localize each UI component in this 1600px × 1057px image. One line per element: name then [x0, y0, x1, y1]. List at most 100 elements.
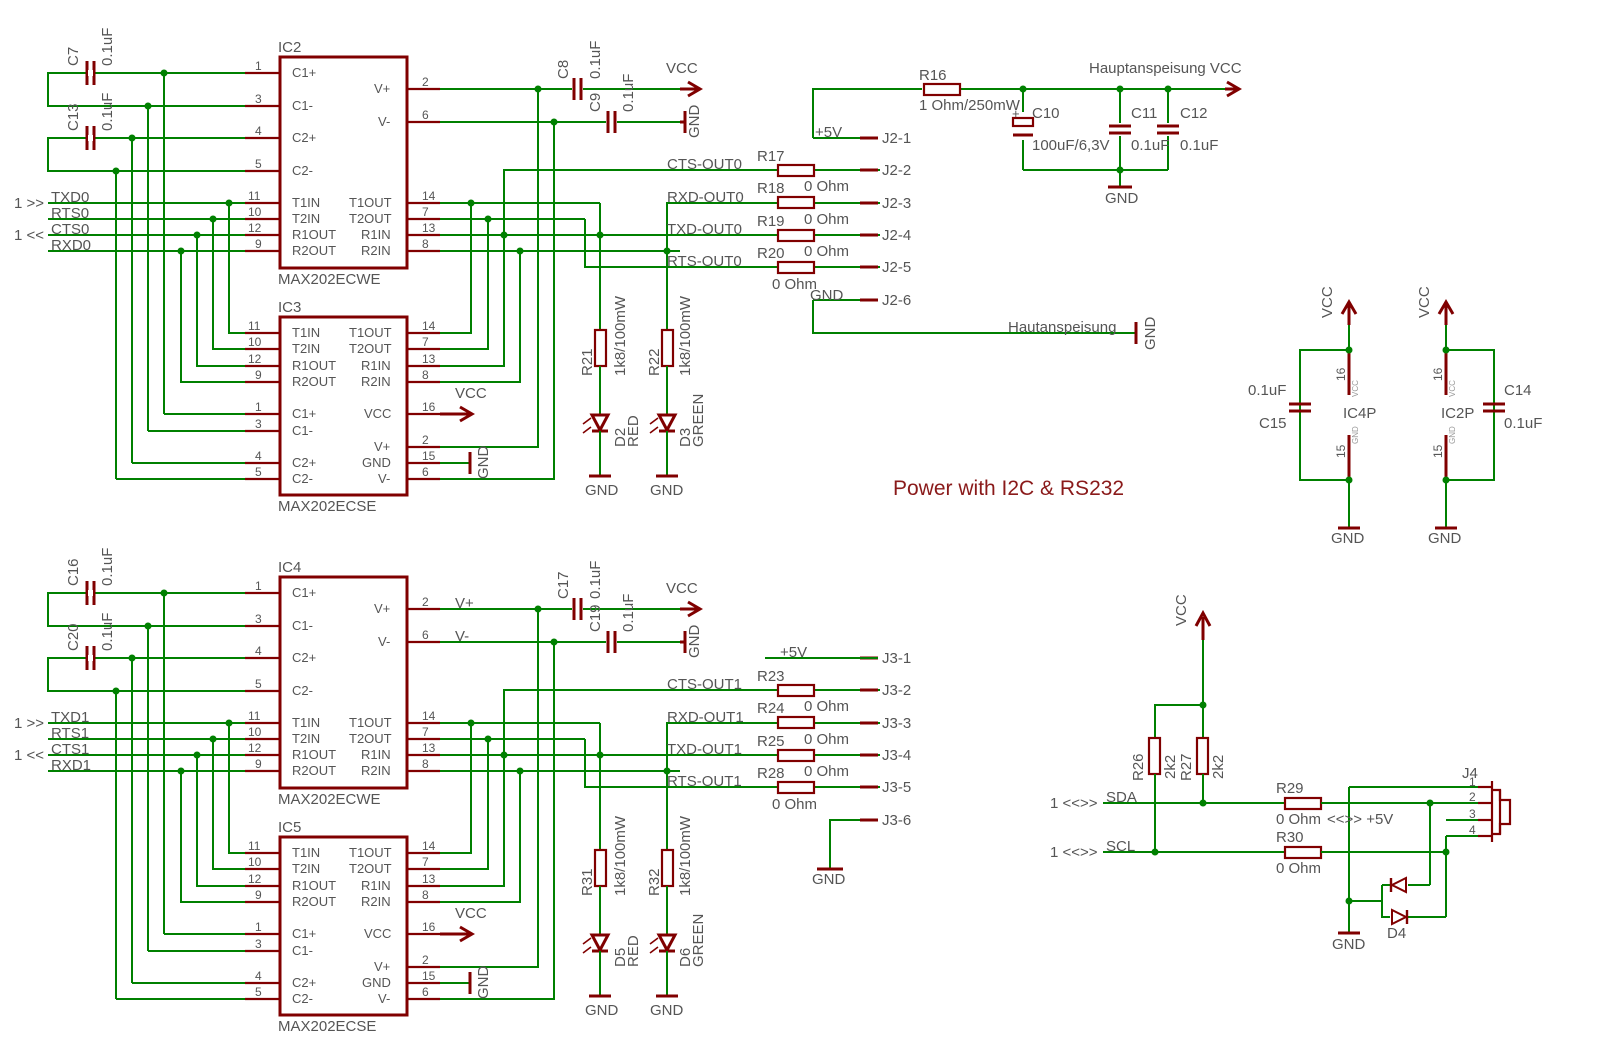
cap-value: 0.1uF	[587, 561, 604, 599]
pin-number: 4	[1469, 823, 1476, 837]
net-txd-out: TXD-OUT1	[667, 741, 742, 758]
pin-number: 9	[255, 368, 262, 382]
cap-value: 0.1uF	[1504, 415, 1542, 432]
pin-label: C2-	[292, 471, 313, 486]
pin-number: 12	[248, 872, 262, 886]
resistor-name: R26	[1130, 753, 1147, 781]
connector-pins	[860, 656, 878, 822]
pin-label: C1-	[292, 618, 313, 633]
vcc-arrow	[680, 80, 703, 98]
gnd-label: GND	[650, 482, 684, 499]
pin-number: 13	[422, 221, 436, 235]
pin-number: 5	[255, 677, 262, 691]
cap-name: C9	[587, 93, 604, 112]
cap-name: C14	[1504, 382, 1532, 399]
pin-number: 11	[248, 839, 261, 853]
cap-value: 0.1uF	[620, 74, 637, 112]
pin-number: 10	[248, 725, 262, 739]
pin-label: T2OUT	[349, 341, 392, 356]
led-color: RED	[625, 935, 642, 967]
ic-top-body	[278, 575, 409, 790]
main-supply-label: Hauptanspeisung VCC	[1089, 60, 1242, 77]
pin-label: R1OUT	[292, 878, 336, 893]
gnd-label: GND	[1142, 317, 1159, 351]
resistor-name: R17	[757, 148, 785, 165]
gnd-label: GND	[475, 966, 492, 1000]
pin-label: GND	[362, 455, 391, 470]
pin-label: R2OUT	[292, 243, 336, 258]
pin-number: 2	[422, 433, 429, 447]
resistor	[776, 748, 816, 763]
pin-label: R2OUT	[292, 374, 336, 389]
port-out: 1 <<	[14, 227, 44, 244]
cap-name: C7	[65, 47, 82, 66]
pin-number: 5	[255, 157, 262, 171]
resistor-name: R29	[1276, 780, 1304, 797]
pin-label: C2+	[292, 455, 316, 470]
signal-txd: TXD0	[51, 189, 89, 206]
cap-value: 0.1uF	[587, 41, 604, 79]
gnd-label: GND	[585, 1002, 619, 1019]
resistor-value: 2k2	[1210, 755, 1227, 779]
pin-number: 1	[1469, 775, 1476, 789]
pin-label: VCC	[1351, 380, 1360, 397]
pin-number: 10	[248, 205, 262, 219]
net-cts-out: CTS-OUT1	[667, 676, 742, 693]
pin-label: T1OUT	[349, 845, 392, 860]
pin-label: R2IN	[361, 374, 391, 389]
pin-label: R1OUT	[292, 747, 336, 762]
pin-number: 8	[422, 237, 429, 251]
pin-label: T2OUT	[349, 861, 392, 876]
pin-number: 8	[422, 888, 429, 902]
net-vplus: V+	[455, 595, 474, 612]
pin-number: 14	[422, 839, 436, 853]
cap-name: C20	[65, 623, 82, 651]
capacitor	[606, 111, 617, 133]
gnd-symbol	[680, 631, 687, 653]
pin-label: C2-	[292, 163, 313, 178]
resistor	[776, 163, 816, 178]
pin-label: V-	[378, 471, 390, 486]
pin-label: C1-	[292, 423, 313, 438]
capacitor	[572, 78, 583, 100]
led-resistor-value: 1k8/100mW	[612, 815, 629, 896]
cap-value: 0.1uF	[620, 594, 637, 632]
ic-power-name: IC2P	[1441, 405, 1474, 422]
diagram-title: Power with I2C & RS232	[893, 477, 1124, 500]
connector-pin: J3-1	[882, 650, 911, 667]
pin-number: 1	[255, 400, 262, 414]
pin-number: 16	[1431, 367, 1445, 381]
led-resistor-value: 1k8/100mW	[612, 295, 629, 376]
gnd-label: GND	[1428, 530, 1462, 547]
connector-pin: J2-2	[882, 162, 911, 179]
pin-label: C2+	[292, 650, 316, 665]
gnd-label: GND	[475, 446, 492, 480]
pin-label: C1-	[292, 98, 313, 113]
pin-number: 4	[255, 969, 262, 983]
resistor-value: 0 Ohm	[804, 698, 849, 715]
pin-number: 4	[255, 449, 262, 463]
led-resistor-name: R21	[579, 348, 596, 376]
pin-number: 15	[1431, 444, 1445, 458]
pin-label: R1IN	[361, 747, 391, 762]
cap-name: C17	[555, 571, 572, 599]
section0-extra: +5V GND Hautanspeisung GND	[810, 88, 1159, 351]
resistor-value: 0 Ohm	[772, 796, 817, 813]
resistor-name: R30	[1276, 829, 1304, 846]
pin-number: 9	[255, 757, 262, 771]
pin-label: T1IN	[292, 845, 320, 860]
diode-name: D4	[1387, 925, 1406, 942]
resistor-name: R18	[757, 180, 785, 197]
gnd-label: GND	[650, 1002, 684, 1019]
ic-power-name: IC4P	[1343, 405, 1376, 422]
port-in: 1 >>	[14, 715, 44, 732]
pin-number: 4	[255, 124, 262, 138]
pin-number: 12	[248, 221, 262, 235]
gnd-label: GND	[812, 871, 846, 888]
signal-txd: TXD1	[51, 709, 89, 726]
pin-number: 1	[255, 59, 262, 73]
net-rts-out: RTS-OUT0	[667, 253, 742, 270]
ic-bottom-body	[278, 315, 409, 497]
pin-number: 4	[255, 644, 262, 658]
led-color: RED	[625, 415, 642, 447]
